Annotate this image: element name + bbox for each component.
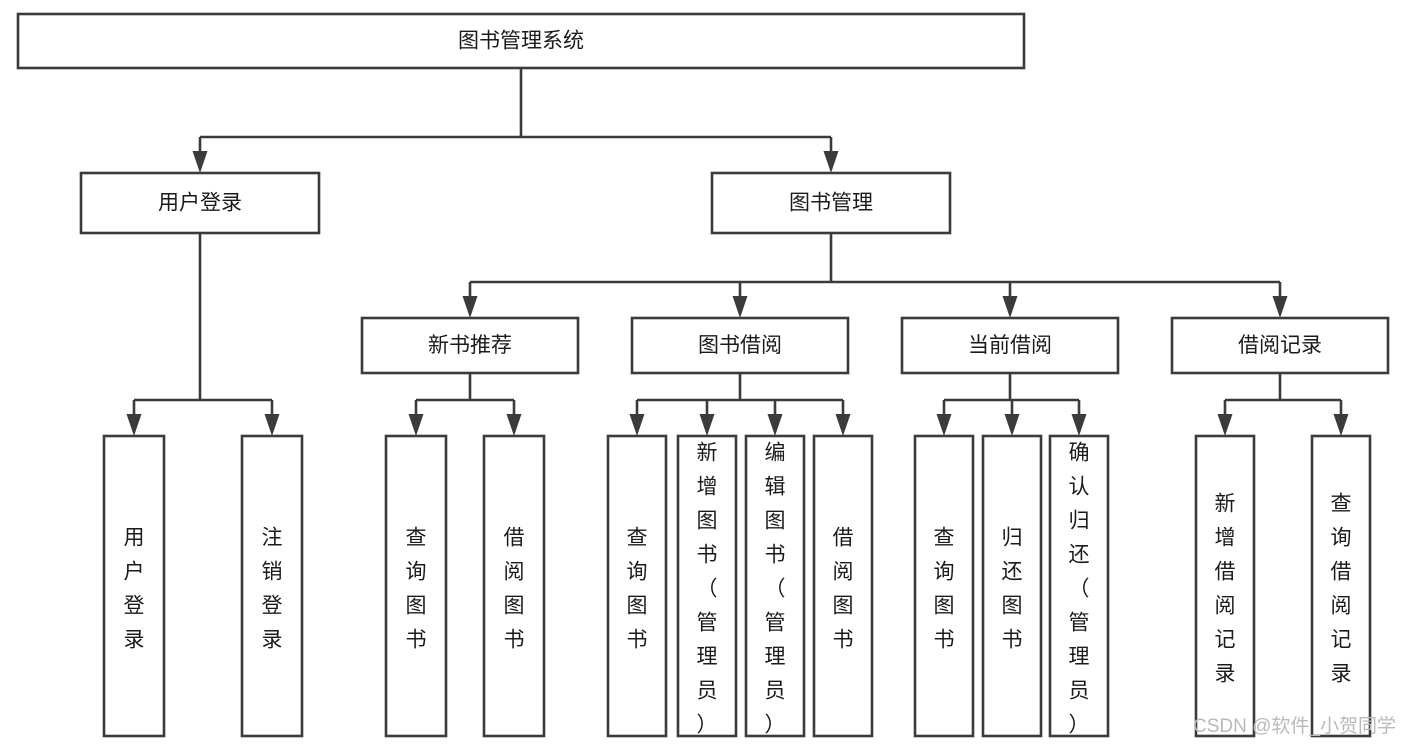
node-label: 编辑图书（管理员）	[765, 442, 786, 737]
node-label: 借阅记录	[1238, 334, 1322, 357]
node-label: 确认归还（管理员）	[1069, 442, 1090, 737]
node-label: 图书借阅	[698, 334, 782, 357]
node-box	[630, 316, 850, 375]
node-box	[981, 434, 1043, 738]
node-box	[900, 316, 1120, 375]
node-leaf-borrow-lend[interactable]: 借阅图书	[812, 434, 874, 738]
node-label: 借阅图书	[504, 527, 525, 652]
node-leaf-borrow-edit[interactable]: 编辑图书（管理员）	[744, 434, 806, 738]
node-box	[710, 171, 952, 235]
node-label: 新增图书（管理员）	[697, 442, 718, 737]
node-leaf-cur-return[interactable]: 归还图书	[981, 434, 1043, 738]
node-label: 查询图书	[627, 527, 648, 652]
node-leaf-user-logout[interactable]: 注销登录	[240, 434, 304, 738]
node-root[interactable]: 图书管理系统	[16, 12, 1026, 70]
node-label: 查询图书	[406, 527, 427, 652]
node-box	[102, 434, 166, 738]
connectors-layer	[126, 68, 1349, 436]
node-box	[360, 316, 580, 375]
node-leaf-user-login[interactable]: 用户登录	[102, 434, 166, 738]
node-box	[812, 434, 874, 738]
connector-arrowhead	[835, 414, 851, 436]
node-label: 新书推荐	[428, 334, 512, 357]
node-box	[744, 434, 806, 738]
connector-arrowhead	[1004, 414, 1020, 436]
node-label: 新增借阅记录	[1215, 493, 1236, 686]
node-label: 图书管理	[789, 192, 873, 215]
node-leaf-rec-borrow[interactable]: 借阅图书	[482, 434, 546, 738]
node-book-borrow[interactable]: 图书借阅	[630, 316, 850, 375]
node-box	[79, 171, 321, 235]
connector-arrowhead	[936, 414, 952, 436]
connector-arrowhead	[264, 414, 280, 436]
connector-arrowhead	[1333, 414, 1349, 436]
connector-arrowhead	[126, 414, 142, 436]
node-label: 当前借阅	[968, 334, 1052, 357]
node-label: 用户登录	[124, 527, 145, 652]
node-label: 注销登录	[262, 527, 283, 652]
connector-arrowhead	[506, 414, 522, 436]
node-current-borrow[interactable]: 当前借阅	[900, 316, 1120, 375]
node-label: 用户登录	[158, 192, 242, 215]
node-box	[240, 434, 304, 738]
node-box	[676, 434, 738, 738]
node-label: 查询图书	[934, 527, 955, 652]
node-leaf-rec-add[interactable]: 新增借阅记录	[1194, 434, 1256, 738]
node-borrow-record[interactable]: 借阅记录	[1170, 316, 1390, 375]
node-new-book-rec[interactable]: 新书推荐	[360, 316, 580, 375]
node-box	[482, 434, 546, 738]
node-leaf-cur-query[interactable]: 查询图书	[913, 434, 975, 738]
connector-arrowhead	[408, 414, 424, 436]
node-box	[1310, 434, 1372, 738]
node-label: 借阅图书	[833, 527, 854, 652]
csdn-watermark: CSDN @软件_小贺同学	[1193, 715, 1396, 737]
node-user-login[interactable]: 用户登录	[79, 171, 321, 235]
connector-arrowhead	[1002, 296, 1018, 318]
connector-arrowhead	[823, 151, 839, 173]
connector-arrowhead	[732, 296, 748, 318]
connector-arrowhead	[629, 414, 645, 436]
node-leaf-borrow-add[interactable]: 新增图书（管理员）	[676, 434, 738, 738]
node-label: 图书管理系统	[458, 30, 584, 53]
node-box	[1048, 434, 1110, 738]
node-box	[913, 434, 975, 738]
node-book-manage[interactable]: 图书管理	[710, 171, 952, 235]
node-leaf-borrow-query[interactable]: 查询图书	[606, 434, 668, 738]
node-leaf-cur-confirm[interactable]: 确认归还（管理员）	[1048, 434, 1110, 738]
connector-arrowhead	[1071, 414, 1087, 436]
node-box	[1170, 316, 1390, 375]
connector-arrowhead	[1272, 296, 1288, 318]
node-leaf-rec-query[interactable]: 查询图书	[384, 434, 448, 738]
node-leaf-rec-query2[interactable]: 查询借阅记录	[1310, 434, 1372, 738]
node-box	[1194, 434, 1256, 738]
connector-arrowhead	[1217, 414, 1233, 436]
node-box	[16, 12, 1026, 70]
node-box	[606, 434, 668, 738]
connector-arrowhead	[192, 151, 208, 173]
connector-arrowhead	[699, 414, 715, 436]
connector-arrowhead	[767, 414, 783, 436]
connector-arrowhead	[462, 296, 478, 318]
nodes-layer: 图书管理系统用户登录图书管理新书推荐图书借阅当前借阅借阅记录用户登录注销登录查询…	[16, 12, 1390, 738]
node-label: 归还图书	[1002, 527, 1023, 652]
node-box	[384, 434, 448, 738]
node-label: 查询借阅记录	[1331, 493, 1352, 686]
